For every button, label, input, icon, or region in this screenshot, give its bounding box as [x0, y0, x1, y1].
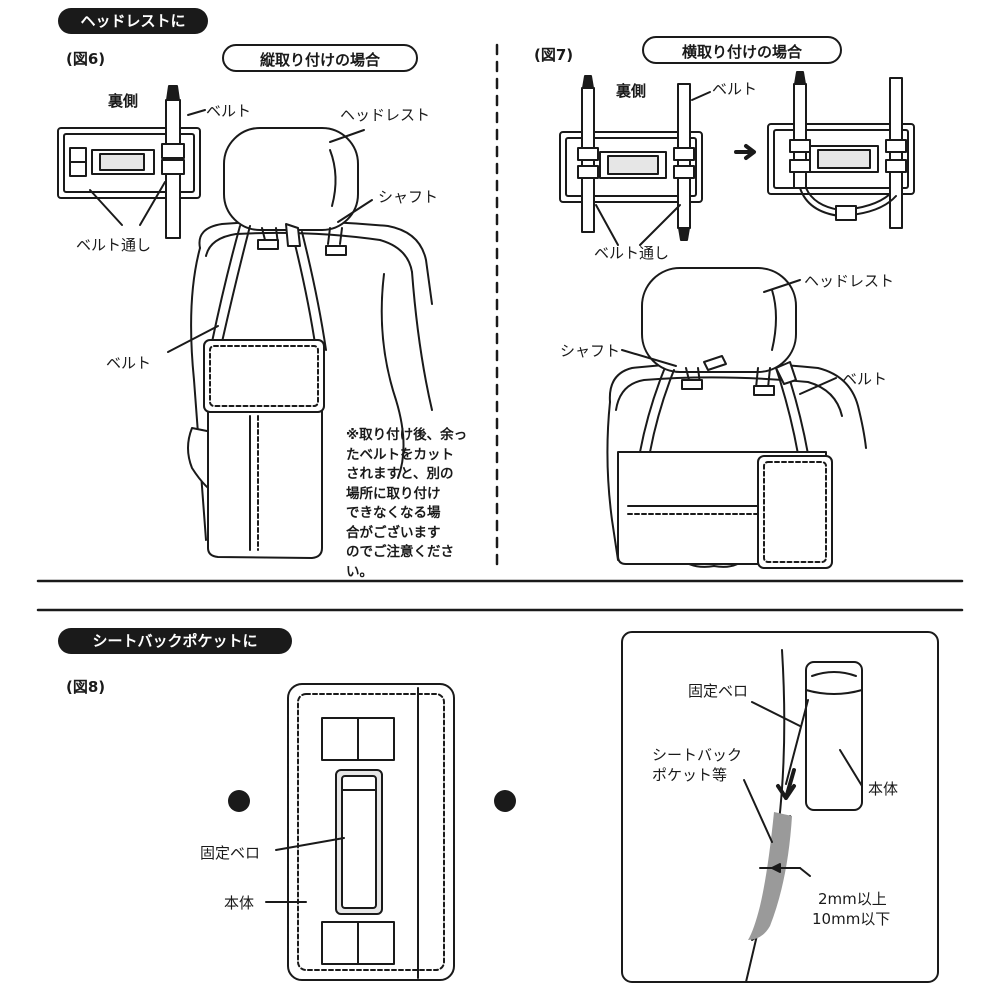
- note-line-8: い。: [346, 563, 373, 580]
- fig8-front-view: [265, 683, 455, 981]
- note-line-5: できなくなる場: [346, 505, 441, 521]
- note-line-3: されますと、別の: [346, 466, 454, 482]
- fig8-thickness-line-1: 2mm以上: [818, 890, 887, 908]
- fig8-thickness-line-2: 10mm以下: [812, 910, 891, 928]
- fig6-back-side-label: 裏側: [108, 92, 139, 110]
- fig6-belt-loop-label: ベルト通し: [76, 236, 152, 254]
- fig6-belt2-label: ベルト: [106, 354, 152, 372]
- fig6-label: (図6): [66, 50, 106, 68]
- fig8-side-detail: [621, 631, 939, 983]
- fig6-caution-note: ※取り付け後、余っ たベルトをカット されますと、別の 場所に取り付け できなく…: [346, 426, 494, 582]
- fig7-belt-loop-label: ベルト通し: [594, 244, 670, 262]
- fig8-detail-body-label: 本体: [868, 780, 899, 798]
- fig6-shaft-label: シャフト: [378, 188, 439, 206]
- bullet-dot-right: [494, 790, 516, 812]
- bullet-dot-left: [228, 790, 250, 812]
- section-banner-seatback-pocket: シートバックポケットに: [58, 628, 292, 654]
- note-line-2: たベルトをカット: [346, 446, 454, 463]
- section-banner-headrest: ヘッドレストに: [58, 8, 208, 34]
- fig8-label: (図8): [66, 678, 106, 696]
- note-line-6: 合がございます: [346, 524, 441, 541]
- fig6-headrest-label: ヘッドレスト: [340, 106, 431, 124]
- note-line-1: ※取り付け後、余っ: [346, 427, 468, 443]
- note-line-7: のでご注意くださ: [346, 544, 454, 560]
- fig6-seat-headrest: [167, 127, 433, 559]
- fig8-seatback-pocket-line-1: シートバック: [652, 746, 743, 764]
- fig7-label: (図7): [534, 46, 574, 64]
- fig7-back-views: [559, 71, 915, 246]
- fig7-headrest-label: ヘッドレスト: [804, 272, 895, 290]
- fig7-shaft-label: シャフト: [560, 342, 621, 360]
- fig7-belt2-label: ベルト: [842, 370, 888, 388]
- fig7-title: 横取り付けの場合: [642, 36, 842, 64]
- fig8-detail-fixing-flap-label: 固定ベロ: [688, 682, 749, 700]
- fig8-fixing-flap-label: 固定ベロ: [200, 844, 261, 862]
- fig8-seatback-pocket-line-2: ポケット等: [652, 766, 728, 784]
- fig6-title: 縦取り付けの場合: [222, 44, 418, 72]
- fig8-body-label: 本体: [224, 894, 255, 912]
- fig7-belt-label: ベルト: [712, 80, 758, 98]
- fig6-back-view: [57, 85, 206, 239]
- fig7-back-side-label: 裏側: [616, 82, 647, 100]
- fig6-belt-label: ベルト: [206, 102, 252, 120]
- fig7-seat-headrest: [606, 267, 867, 569]
- note-line-4: 場所に取り付け: [346, 485, 441, 502]
